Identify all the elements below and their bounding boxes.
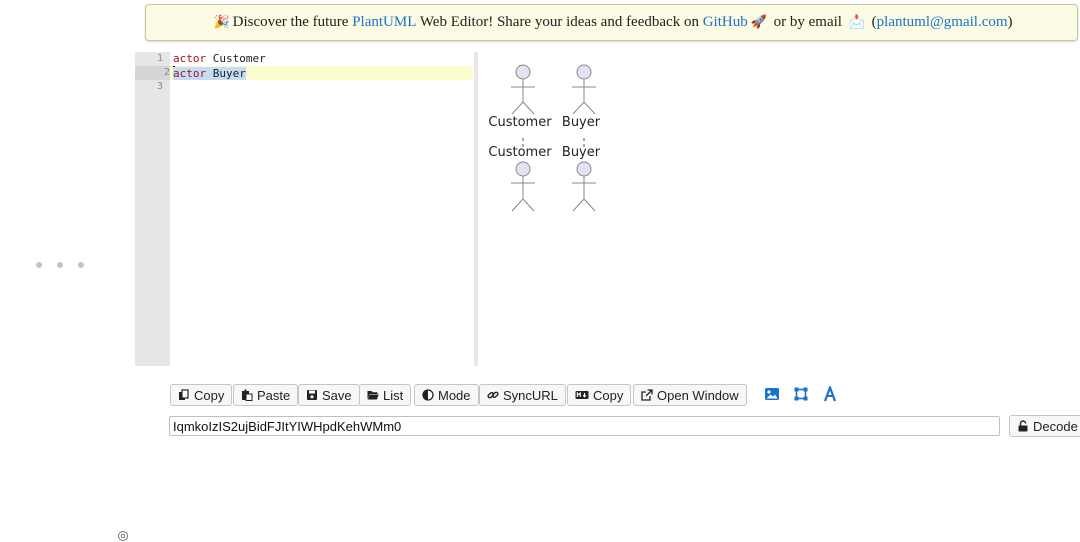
line-number: 1 xyxy=(156,53,163,64)
announcement-banner: 🎉 Discover the future PlantUML Web Edito… xyxy=(145,4,1078,41)
code-text: Customer xyxy=(206,52,266,65)
unlock-icon xyxy=(1018,420,1028,432)
sidebar-toggle-handle[interactable] xyxy=(36,262,84,268)
paste-icon xyxy=(242,389,253,401)
dot xyxy=(36,262,42,268)
decode-button[interactable]: Decode xyxy=(1009,415,1080,437)
banner-text-1: Discover the future xyxy=(232,14,353,30)
dot xyxy=(57,262,63,268)
diagram-preview: Customer Buyer Customer Buyer xyxy=(482,56,622,226)
code-line[interactable]: actor Customer xyxy=(173,52,266,66)
code-editor[interactable]: 1 2 3 actor Customer actor Buyer xyxy=(135,52,475,366)
open-window-button-label: Open Window xyxy=(657,387,739,403)
dot xyxy=(78,262,84,268)
open-window-button[interactable]: Open Window xyxy=(633,384,747,406)
markdown-copy-button[interactable]: Copy xyxy=(567,384,632,406)
diagram-svg xyxy=(511,64,596,212)
floppy-disk-icon xyxy=(307,390,317,400)
folder-open-icon xyxy=(367,391,379,400)
banner-open-paren: ( xyxy=(867,14,877,30)
actor-label-customer-top: Customer xyxy=(488,115,552,130)
save-button-label: Save xyxy=(322,387,352,403)
actor-figure-buyer-bottom xyxy=(572,161,596,212)
markdown-copy-button-label: Copy xyxy=(593,387,624,403)
rocket-icon: 🚀 xyxy=(750,15,767,30)
banner-text-2: Web Editor! Share your ideas and feedbac… xyxy=(416,14,703,30)
actor-label-buyer-bottom: Buyer xyxy=(561,145,601,160)
decode-button-label: Decode xyxy=(1033,418,1078,434)
keyword: actor xyxy=(173,67,207,80)
github-link[interactable]: GitHub xyxy=(702,14,748,30)
mode-button[interactable]: Mode xyxy=(414,384,479,406)
mail-icon: 📩 xyxy=(848,15,865,30)
keyword: actor xyxy=(173,52,207,65)
image-icon[interactable] xyxy=(764,386,780,402)
banner-close-paren: ) xyxy=(1007,14,1013,30)
markdown-icon xyxy=(575,391,589,399)
save-button[interactable]: Save xyxy=(298,384,360,406)
vector-square-icon[interactable] xyxy=(793,386,809,402)
syncurl-button-label: SyncURL xyxy=(503,387,558,403)
paste-button-label: Paste xyxy=(257,387,291,403)
font-ascii-icon[interactable] xyxy=(822,386,838,402)
actor-figure-buyer-top xyxy=(572,64,596,115)
banner-text-3: or by email xyxy=(769,14,846,30)
contrast-icon xyxy=(422,389,434,401)
syncurl-button[interactable]: SyncURL xyxy=(479,384,566,406)
actor-figure-customer-bottom xyxy=(511,161,535,212)
party-popper-icon: 🎉 xyxy=(213,15,230,30)
mode-button-label: Mode xyxy=(438,387,471,403)
settings-icon[interactable] xyxy=(117,530,129,542)
link-icon xyxy=(487,391,499,399)
encoded-diagram-input[interactable] xyxy=(169,416,1000,436)
actor-figure-customer-top xyxy=(511,64,535,115)
list-button[interactable]: List xyxy=(359,384,412,406)
actor-label-customer-bottom: Customer xyxy=(488,145,552,160)
external-link-icon xyxy=(641,389,653,401)
copy-icon xyxy=(179,389,189,400)
list-button-label: List xyxy=(383,387,404,403)
line-number-active: 2 xyxy=(135,66,170,80)
code-line[interactable]: actor Buyer xyxy=(173,66,246,80)
line-number: 3 xyxy=(156,81,163,92)
plantuml-link[interactable]: PlantUML xyxy=(352,14,417,30)
actor-label-buyer-top: Buyer xyxy=(561,115,601,130)
line-number: 2 xyxy=(163,67,170,78)
copy-button[interactable]: Copy xyxy=(170,384,233,406)
pane-splitter[interactable] xyxy=(474,52,478,366)
paste-button[interactable]: Paste xyxy=(233,384,299,406)
line-number-gutter xyxy=(135,52,170,366)
code-text: Buyer xyxy=(206,67,246,80)
copy-button-label: Copy xyxy=(194,387,225,403)
email-link[interactable]: plantuml@gmail.com xyxy=(876,14,1008,30)
